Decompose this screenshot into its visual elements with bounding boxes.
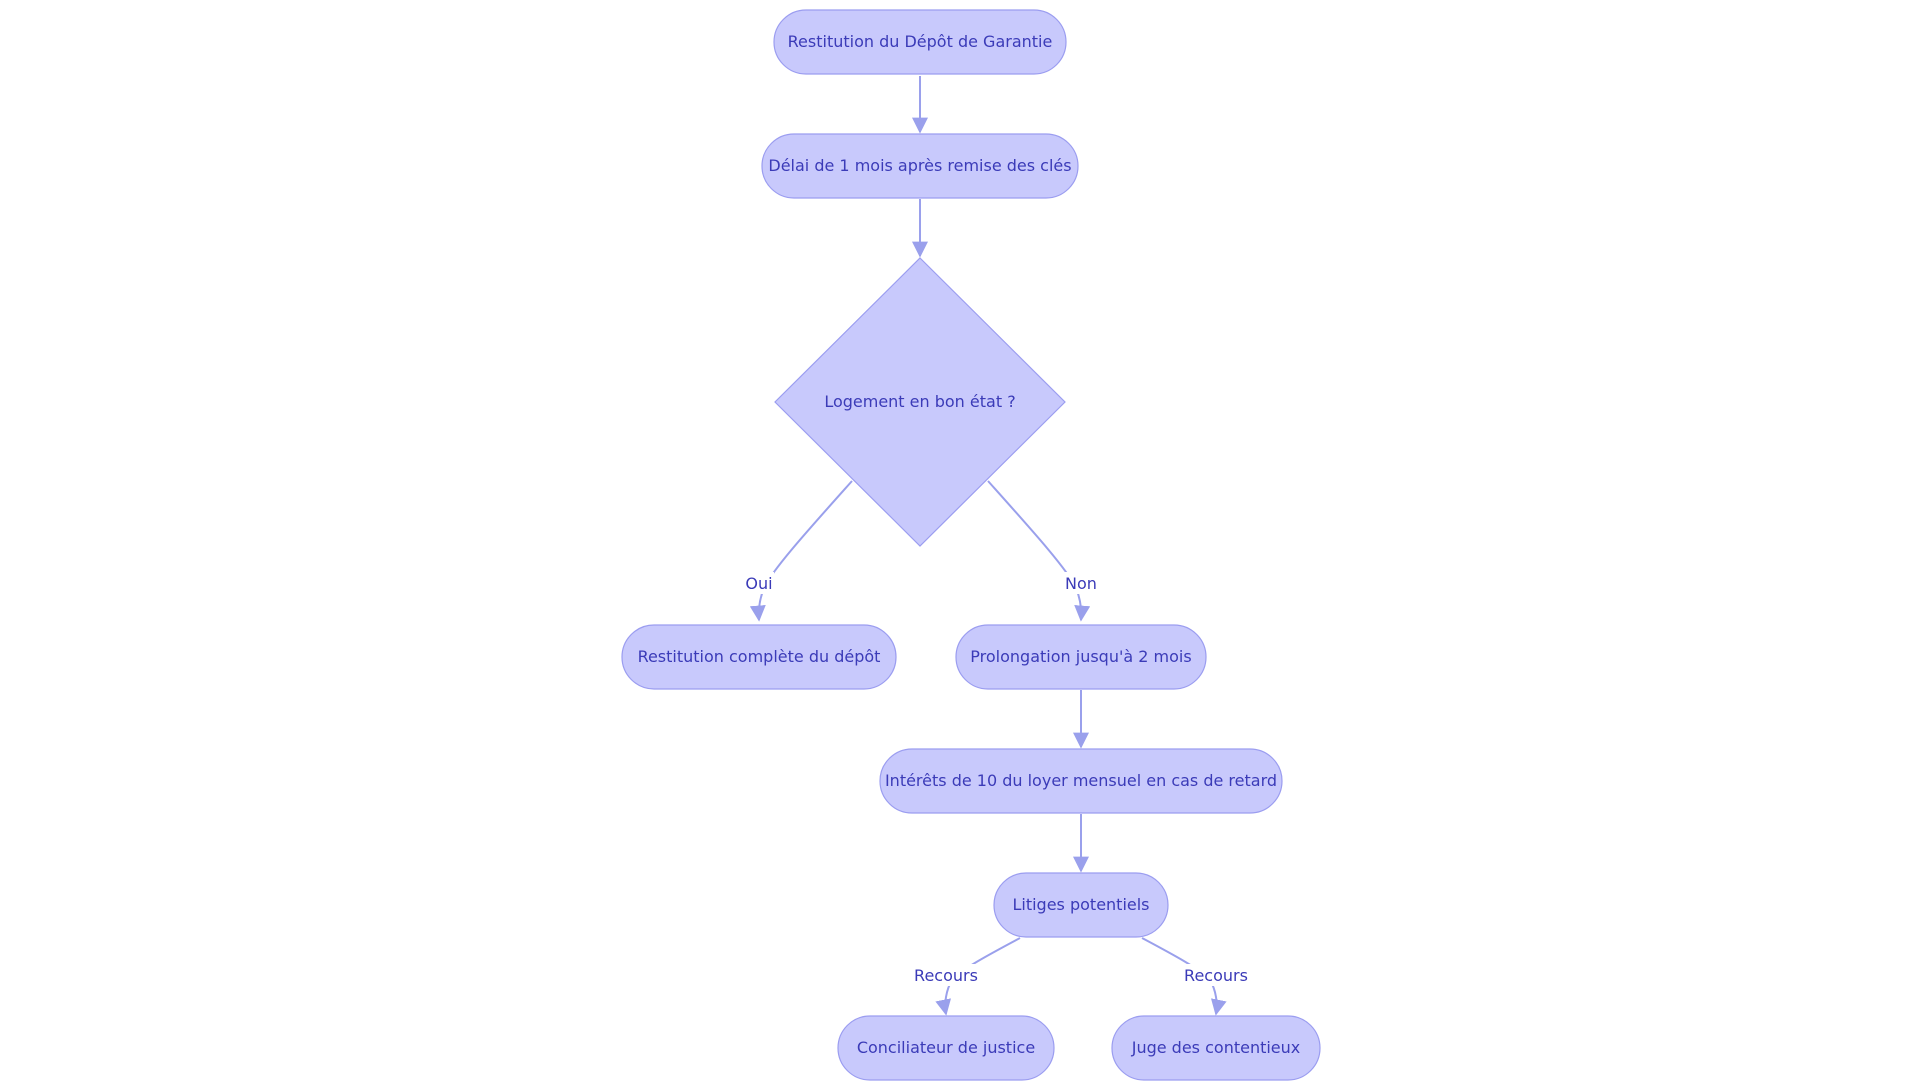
edge-label-no-text: Non bbox=[1065, 574, 1097, 593]
node-decision-label: Logement en bon état ? bbox=[824, 392, 1015, 411]
node-decision: Logement en bon état ? bbox=[774, 257, 1066, 547]
edge-label-yes: Oui bbox=[744, 572, 774, 594]
edges bbox=[749, 76, 1227, 1016]
node-conciliator-label: Conciliateur de justice bbox=[857, 1038, 1035, 1057]
nodes: Restitution du Dépôt de Garantie Délai d… bbox=[621, 9, 1321, 1081]
node-extension: Prolongation jusqu'à 2 mois bbox=[955, 624, 1207, 690]
node-disputes-label: Litiges potentiels bbox=[1012, 895, 1149, 914]
node-judge-label: Juge des contentieux bbox=[1131, 1038, 1301, 1057]
edge-label-recourse-right-text: Recours bbox=[1184, 966, 1248, 985]
edge-label-yes-text: Oui bbox=[745, 574, 772, 593]
edge-labels: Oui Non Recours Recours bbox=[744, 572, 1250, 986]
node-conciliator: Conciliateur de justice bbox=[837, 1015, 1055, 1081]
node-interest: Intérêts de 10 du loyer mensuel en cas d… bbox=[879, 748, 1283, 814]
node-judge: Juge des contentieux bbox=[1111, 1015, 1321, 1081]
node-interest-label: Intérêts de 10 du loyer mensuel en cas d… bbox=[885, 771, 1277, 790]
edge-label-recourse-left-text: Recours bbox=[914, 966, 978, 985]
node-disputes: Litiges potentiels bbox=[993, 872, 1169, 938]
node-full-refund: Restitution complète du dépôt bbox=[621, 624, 897, 690]
node-start: Restitution du Dépôt de Garantie bbox=[773, 9, 1067, 75]
node-delay-label: Délai de 1 mois après remise des clés bbox=[768, 156, 1071, 175]
edge-decision-to-full-refund bbox=[749, 480, 853, 622]
node-extension-label: Prolongation jusqu'à 2 mois bbox=[970, 647, 1191, 666]
edge-decision-to-extension bbox=[987, 480, 1091, 622]
edge-label-recourse-left: Recours bbox=[912, 964, 980, 986]
edge-label-no: Non bbox=[1064, 572, 1098, 594]
node-delay: Délai de 1 mois après remise des clés bbox=[761, 133, 1079, 199]
node-start-label: Restitution du Dépôt de Garantie bbox=[788, 32, 1053, 51]
node-full-refund-label: Restitution complète du dépôt bbox=[638, 647, 881, 666]
edge-label-recourse-right: Recours bbox=[1182, 964, 1250, 986]
